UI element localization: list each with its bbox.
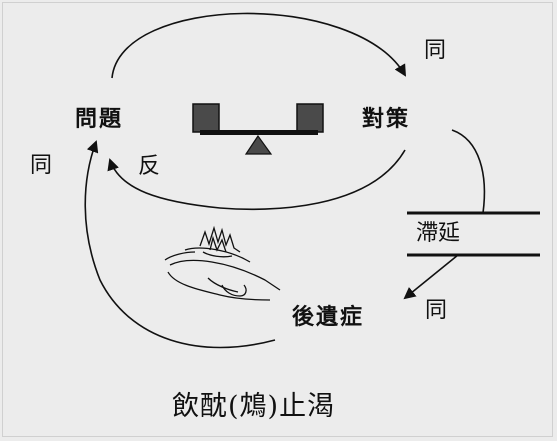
diagram-caption: 飲酖(鴆)止渴: [172, 391, 336, 422]
label-delay: 滯延: [416, 221, 461, 246]
label-same-bottom: 同: [425, 298, 448, 323]
arrow-measure-to-problem: [107, 149, 406, 211]
arrow-problem-to-measure: [111, 12, 407, 79]
label-same-top: 同: [424, 38, 447, 63]
node-problem: 問題: [75, 106, 124, 132]
arrow-aftereffect-to-problem: [84, 140, 276, 349]
label-same-left: 同: [30, 153, 53, 178]
balance-scale-icon: [192, 103, 324, 155]
arrow-measure-to-delay: [451, 129, 486, 214]
arrow-delay-to-aftereffect: [403, 254, 459, 300]
node-aftereffect: 後遺症: [292, 304, 365, 330]
burning-hand-icon: [164, 225, 281, 301]
diagram-frame: [2, 2, 553, 437]
node-measure: 對策: [362, 106, 411, 132]
label-opposite: 反: [138, 154, 161, 179]
